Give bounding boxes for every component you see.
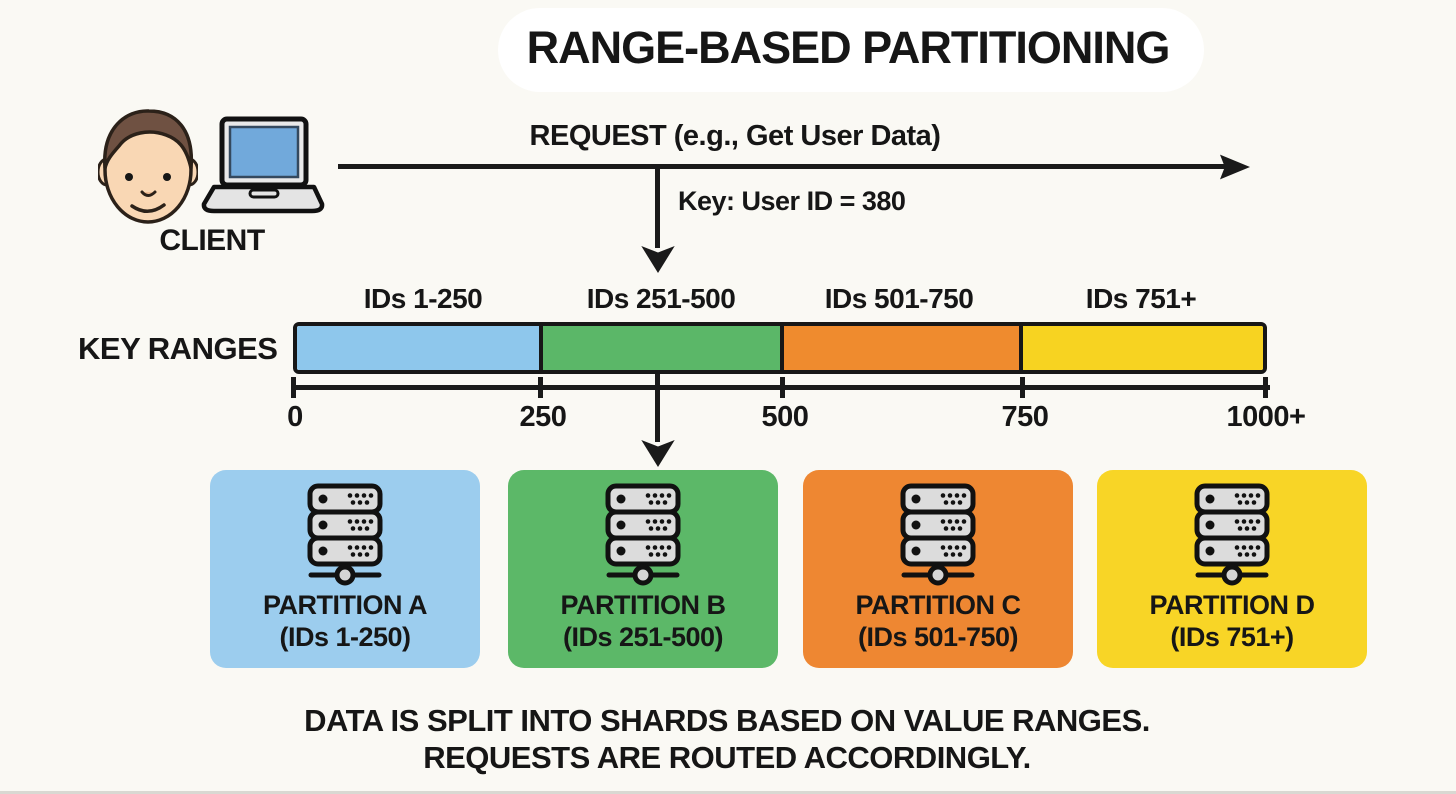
key-arrow-line [655, 166, 660, 248]
request-arrow-line [338, 164, 1226, 169]
caption-line-2: REQUESTS ARE ROUTED ACCORDINGLY. [423, 739, 1031, 775]
axis-tick [1263, 377, 1268, 398]
segment-label-3: IDs 501-750 [824, 283, 974, 314]
partition-c-card: PARTITION C (IDs 501-750) [803, 470, 1073, 668]
axis-tick-label-750: 750 [1001, 401, 1049, 433]
partition-range: (IDs 751+) [1170, 622, 1294, 653]
axis-tick-label-1000: 1000+ [1226, 401, 1306, 433]
partition-range: (IDs 251-500) [562, 622, 724, 653]
axis-tick [538, 377, 543, 398]
axis-tick-label-0: 0 [287, 401, 303, 433]
caption-line-1: DATA IS SPLIT INTO SHARDS BASED ON VALUE… [304, 703, 1150, 738]
partition-d-card: PARTITION D (IDs 751+) [1097, 470, 1367, 668]
key-ranges-label: KEY RANGES [78, 331, 278, 366]
partition-name: PARTITION D [1149, 590, 1316, 620]
partition-range: (IDs 1-250) [279, 622, 411, 653]
partition-range: (IDs 501-750) [857, 622, 1019, 653]
server-icon [1194, 483, 1270, 586]
partition-a-card: PARTITION A (IDs 1-250) [210, 470, 480, 668]
route-arrow-line [655, 374, 660, 442]
key-label: Key: User ID = 380 [678, 186, 906, 216]
axis-tick [1020, 377, 1025, 398]
title-highlight [498, 8, 1204, 92]
axis-tick [291, 377, 296, 398]
axis-tick-label-250: 250 [519, 401, 567, 433]
segment-label-4: IDs 751+ [1085, 283, 1197, 314]
server-icon [900, 483, 976, 586]
page-title: RANGE-BASED PARTITIONING [526, 22, 1171, 73]
segment-label-2: IDs 251-500 [586, 283, 736, 314]
request-label: REQUEST (e.g., Get User Data) [529, 120, 941, 152]
segment-label-1: IDs 1-250 [363, 283, 483, 314]
key-ranges-bar [293, 322, 1267, 374]
range-segment-orange [779, 326, 1020, 370]
partition-name: PARTITION A [263, 590, 428, 620]
key-arrowhead-icon [641, 246, 675, 273]
server-icon [307, 483, 383, 586]
partition-name: PARTITION B [560, 590, 727, 620]
axis-tick [780, 377, 785, 398]
person-icon [98, 109, 198, 224]
route-arrowhead-icon [641, 440, 675, 467]
partition-name: PARTITION C [855, 590, 1022, 620]
laptop-icon [201, 116, 325, 214]
partition-b-card: PARTITION B (IDs 251-500) [508, 470, 778, 668]
range-segment-green [538, 326, 780, 370]
caption: DATA IS SPLIT INTO SHARDS BASED ON VALUE… [304, 703, 1150, 776]
range-segment-blue [297, 326, 539, 370]
axis-tick-label-500: 500 [761, 401, 809, 433]
range-segment-yellow [1019, 326, 1263, 370]
client-label: CLIENT [159, 224, 265, 257]
server-icon [605, 483, 681, 586]
